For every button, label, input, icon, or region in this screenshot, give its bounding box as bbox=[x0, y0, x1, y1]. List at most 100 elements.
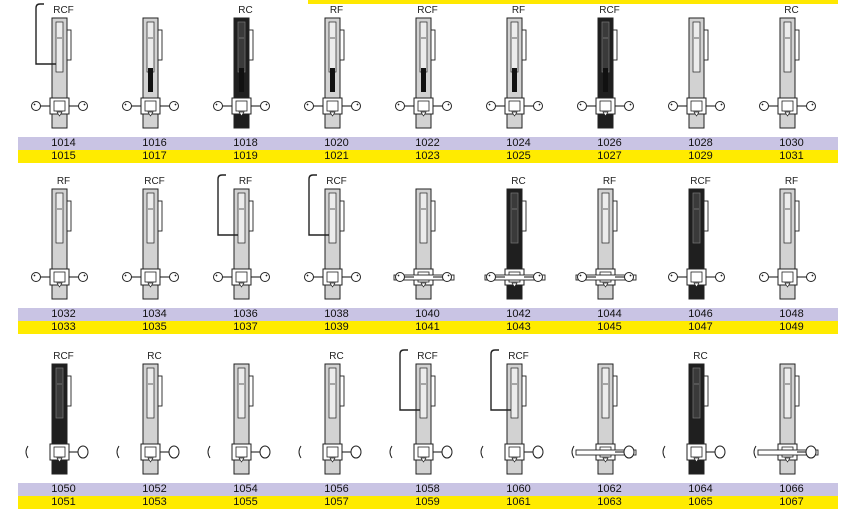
model-number: 1024 bbox=[506, 137, 531, 149]
lock-illustration bbox=[304, 174, 361, 300]
lock-item bbox=[382, 175, 473, 308]
lock-code-label: RF bbox=[784, 176, 799, 187]
lock-item: RCF bbox=[18, 350, 109, 483]
illustration-area: RF RCF RF RCF RC RF RCF RF bbox=[18, 174, 838, 308]
lock-item: RC bbox=[109, 350, 200, 483]
lock-0-1-drawing bbox=[122, 17, 179, 129]
lock-code-label: RF bbox=[602, 176, 617, 187]
lock-2-1-drawing bbox=[116, 363, 180, 475]
model-number: 1059 bbox=[415, 496, 440, 508]
lock-item: RCF bbox=[291, 174, 382, 308]
lock-item: RCF bbox=[564, 4, 655, 137]
lock-code-label: RC bbox=[511, 176, 526, 187]
lock-code-label: RF bbox=[329, 5, 344, 16]
lock-item: RCF bbox=[109, 175, 200, 308]
lock-illustration bbox=[759, 17, 816, 129]
lock-item: RC bbox=[655, 350, 746, 483]
model-number: 1065 bbox=[688, 496, 713, 508]
model-number: 1058 bbox=[415, 483, 440, 495]
lock-item: RCF bbox=[473, 349, 564, 483]
lock-1-4-drawing bbox=[393, 188, 455, 300]
lock-0-4-drawing bbox=[395, 17, 452, 129]
lock-code-label: RCF bbox=[508, 351, 529, 362]
lock-2-8-drawing bbox=[753, 363, 819, 475]
model-number: 1040 bbox=[415, 308, 440, 320]
lock-illustration bbox=[571, 363, 637, 475]
model-number: 1054 bbox=[233, 483, 258, 495]
model-number: 1043 bbox=[506, 321, 531, 333]
lock-code-label: RF bbox=[56, 176, 71, 187]
model-number: 1033 bbox=[51, 321, 76, 333]
model-number: 1018 bbox=[233, 137, 258, 149]
lock-item bbox=[655, 4, 746, 137]
lock-1-8-drawing bbox=[759, 188, 816, 300]
top-yellow-strip bbox=[308, 0, 838, 4]
lock-1-6-drawing bbox=[575, 188, 637, 300]
lock-illustration bbox=[31, 188, 88, 300]
lock-code-label: RC bbox=[784, 5, 799, 16]
lock-2-2-drawing bbox=[207, 363, 271, 475]
model-number: 1044 bbox=[597, 308, 622, 320]
lock-item bbox=[564, 350, 655, 483]
model-number: 1025 bbox=[506, 150, 531, 162]
model-number: 1038 bbox=[324, 308, 349, 320]
lock-illustration bbox=[480, 349, 544, 475]
model-number: 1021 bbox=[324, 150, 349, 162]
lock-0-6-drawing bbox=[577, 17, 634, 129]
model-number: 1050 bbox=[51, 483, 76, 495]
model-number: 1020 bbox=[324, 137, 349, 149]
lock-2-6-drawing bbox=[571, 363, 637, 475]
lock-0-8-drawing bbox=[759, 17, 816, 129]
lock-item: RCF bbox=[655, 175, 746, 308]
model-number: 1045 bbox=[597, 321, 622, 333]
lock-code-label: RCF bbox=[53, 351, 74, 362]
lock-illustration bbox=[753, 363, 819, 475]
lock-1-2-drawing bbox=[213, 174, 270, 300]
model-number: 1066 bbox=[779, 483, 804, 495]
lock-item: RCF bbox=[382, 349, 473, 483]
lock-illustration bbox=[484, 188, 546, 300]
lock-illustration bbox=[575, 188, 637, 300]
lock-item: RF bbox=[473, 4, 564, 137]
lock-item: RC bbox=[473, 175, 564, 308]
model-number: 1026 bbox=[597, 137, 622, 149]
lock-2-0-drawing bbox=[25, 363, 89, 475]
lock-item: RF bbox=[746, 175, 837, 308]
lock-item: RF bbox=[200, 174, 291, 308]
model-number: 1048 bbox=[779, 308, 804, 320]
lock-1-7-drawing bbox=[668, 188, 725, 300]
lock-code-label: RC bbox=[147, 351, 162, 362]
lock-illustration bbox=[122, 188, 179, 300]
lock-illustration bbox=[122, 17, 179, 129]
lock-1-0-drawing bbox=[31, 188, 88, 300]
lock-item: RF bbox=[564, 175, 655, 308]
model-number: 1019 bbox=[233, 150, 258, 162]
model-number: 1015 bbox=[51, 150, 76, 162]
lock-1-1-drawing bbox=[122, 188, 179, 300]
model-number: 1029 bbox=[688, 150, 713, 162]
lock-illustration bbox=[116, 363, 180, 475]
model-number: 1030 bbox=[779, 137, 804, 149]
lock-0-5-drawing bbox=[486, 17, 543, 129]
lock-0-2-drawing bbox=[213, 17, 270, 129]
lock-item bbox=[200, 350, 291, 483]
lock-2-5-drawing bbox=[480, 349, 544, 475]
lock-illustration bbox=[213, 17, 270, 129]
lock-item: RC bbox=[291, 350, 382, 483]
model-number: 1064 bbox=[688, 483, 713, 495]
model-number: 1067 bbox=[779, 496, 804, 508]
lock-2-3-drawing bbox=[298, 363, 362, 475]
lock-illustration bbox=[389, 349, 453, 475]
lock-item bbox=[746, 350, 837, 483]
lock-illustration bbox=[213, 174, 270, 300]
lock-code-label: RF bbox=[238, 176, 253, 187]
model-number: 1049 bbox=[779, 321, 804, 333]
